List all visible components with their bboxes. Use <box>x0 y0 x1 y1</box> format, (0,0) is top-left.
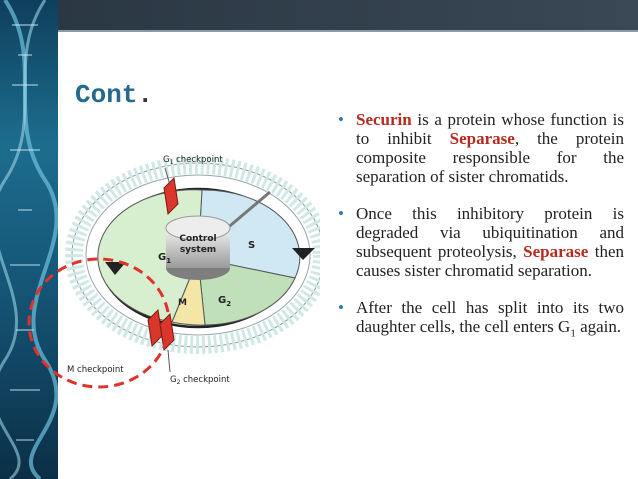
g1-checkpoint-label: G1 checkpoint <box>163 155 223 166</box>
bullet-2-text-b: then causes sister chromatid separation. <box>356 242 624 280</box>
g1-arrow-head <box>105 262 126 275</box>
bullet-1-text-b: , the protein composite responsible for … <box>356 129 624 186</box>
term-separase: Separase <box>449 129 515 148</box>
bullet-marker: • <box>338 110 344 129</box>
control-lever <box>224 190 271 232</box>
header-bar <box>58 0 638 30</box>
bullet-marker: • <box>338 204 344 223</box>
title-text: Cont <box>75 80 138 110</box>
m-checkpoint-highlight-circle <box>27 257 171 389</box>
term-separase-2: Separase <box>523 242 589 261</box>
bullet-degradation: • Once this inhibitory protein is degrad… <box>338 204 624 280</box>
control-hub-top <box>165 215 231 241</box>
dna-helix-graphic <box>0 0 58 479</box>
g1-phase-label: G1 <box>158 252 171 265</box>
slide-title: Cont. <box>75 80 153 110</box>
g2-checkpoint-label: G2 checkpoint <box>170 375 230 386</box>
outer-dial-ring <box>65 156 320 354</box>
control-label-1: Control <box>179 234 216 244</box>
m-phase-label: M <box>178 298 187 308</box>
g2-phase-label: G2 <box>218 295 231 308</box>
s-arrow-head <box>292 248 315 260</box>
bullet-3-subscript: 1 <box>570 327 576 340</box>
g1-checkpoint-flag <box>163 176 179 216</box>
g2-checkpoint-leader <box>167 349 171 373</box>
g1-checkpoint-leader <box>164 167 171 186</box>
cell-cycle-diagram: Control system S G1 G2 M G1 checkpoint G… <box>27 155 320 389</box>
control-label-2: system <box>180 245 216 255</box>
header-accent-line <box>58 30 638 32</box>
bullet-daughter-cells: • After the cell has split into its two … <box>338 298 624 340</box>
bullet-2-text-a: Once this inhibitory protein is degraded… <box>356 204 624 261</box>
bullet-marker: • <box>338 298 344 317</box>
bullet-securin: • Securin is a protein whose function is… <box>338 110 624 186</box>
m-checkpoint-label: M checkpoint <box>67 365 124 375</box>
title-dot: . <box>137 80 154 110</box>
dna-background-band <box>0 0 58 479</box>
bullet-1-text-a: is a protein whose function is to inhibi… <box>356 110 624 148</box>
bullet-3-text-a: After the cell has split into its two da… <box>356 298 624 336</box>
bullet-3-text-b: again. <box>575 317 622 336</box>
s-phase-label: S <box>248 240 255 251</box>
term-securin: Securin <box>356 110 412 129</box>
bullet-list: • Securin is a protein whose function is… <box>338 110 624 354</box>
